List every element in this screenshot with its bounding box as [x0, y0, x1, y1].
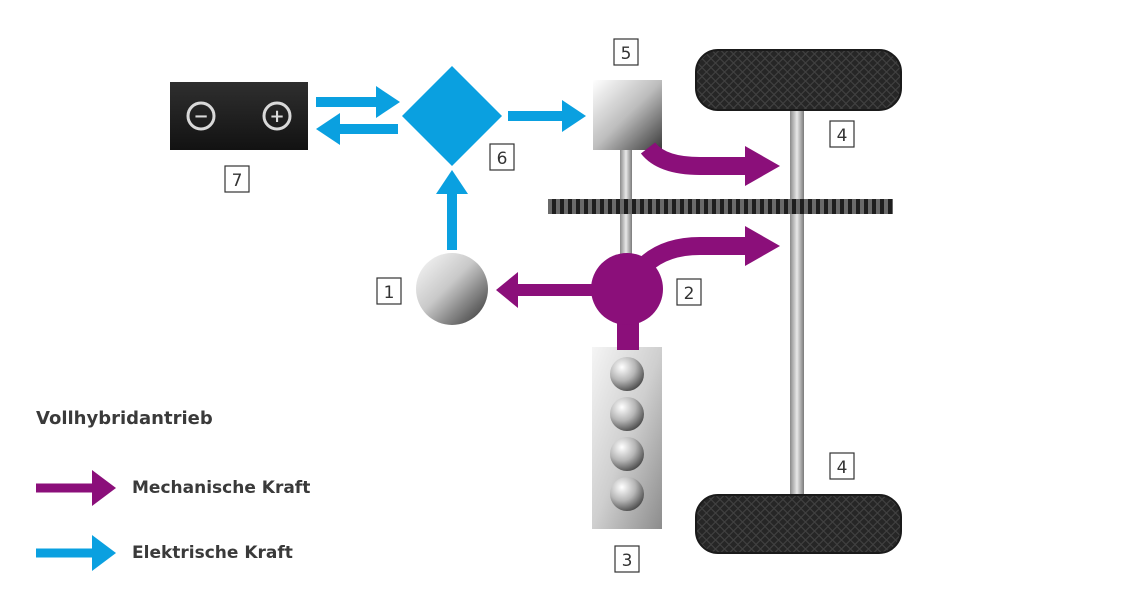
label-number-2: 2 — [684, 284, 695, 304]
label-box-1: 1 — [376, 277, 402, 305]
combustion-engine — [592, 347, 662, 529]
electrical-flows — [316, 86, 586, 250]
legend-electrical-label: Elektrische Kraft — [132, 543, 293, 563]
electric-motor — [593, 80, 662, 150]
legend-item-mechanical: Mechanische Kraft — [36, 470, 310, 506]
legend-electrical-arrow-icon — [36, 535, 116, 571]
legend-title: Vollhybridantrieb — [36, 408, 213, 429]
label-number-3: 3 — [622, 551, 633, 571]
label-box-2: 2 — [676, 278, 702, 306]
label-box-3: 3 — [614, 545, 640, 573]
generator — [416, 253, 488, 325]
wheel-bottom — [695, 494, 902, 554]
battery: − + — [170, 82, 308, 150]
label-box-6: 6 — [489, 143, 515, 171]
power-split-device — [591, 253, 663, 325]
legend-mechanical-label: Mechanische Kraft — [132, 478, 311, 498]
wheel-axle — [790, 105, 804, 500]
battery-minus-icon — [186, 101, 216, 131]
battery-plus-symbol: + — [269, 106, 284, 127]
mechanical-flows — [496, 141, 780, 350]
battery-minus-symbol: − — [193, 106, 208, 127]
label-number-4-bottom: 4 — [837, 458, 848, 478]
inverter-diamond — [402, 66, 502, 166]
legend-item-electrical: Elektrische Kraft — [36, 535, 293, 571]
legend-mechanical-arrow-icon — [36, 470, 116, 506]
label-number-6: 6 — [497, 149, 508, 169]
label-number-4-top: 4 — [837, 126, 848, 146]
label-number-1: 1 — [384, 283, 395, 303]
wheel-top — [695, 49, 902, 111]
battery-plus-icon — [262, 101, 292, 131]
label-box-4-top: 4 — [829, 120, 855, 148]
label-box-4-bottom: 4 — [829, 452, 855, 480]
label-box-7: 7 — [224, 165, 250, 193]
drive-gear — [548, 199, 893, 214]
label-number-7: 7 — [232, 171, 243, 191]
label-number-5: 5 — [621, 44, 632, 64]
label-box-5: 5 — [613, 38, 639, 66]
